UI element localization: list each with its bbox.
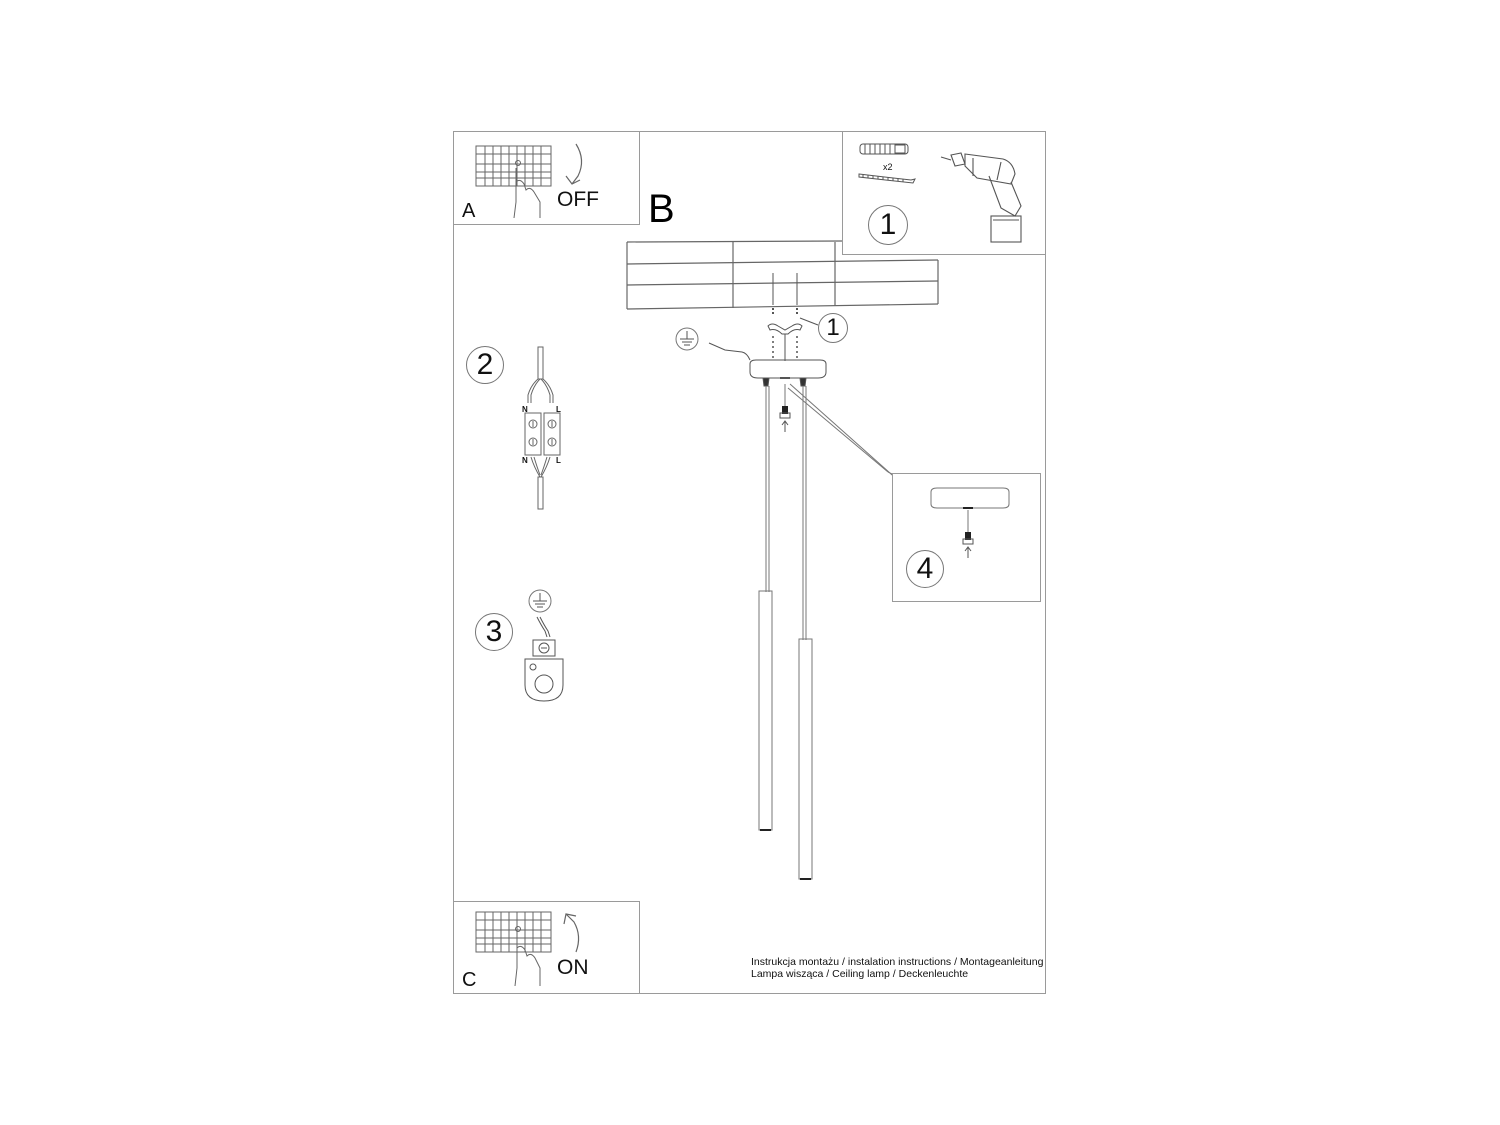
- fixing-screw-icon: [779, 406, 791, 432]
- step-number-1-tools: 1: [868, 205, 908, 245]
- step-number-3: 3: [475, 613, 513, 651]
- canopy-icon: [749, 359, 827, 379]
- earth-terminal-icon: [524, 589, 564, 702]
- arrow-up-icon: [565, 913, 580, 953]
- panel-a-switch-off: A OFF: [453, 131, 640, 225]
- pendant-tube-right: [798, 638, 813, 880]
- canopy-detail-icon: [930, 487, 1010, 509]
- switch-off-label: OFF: [557, 188, 599, 211]
- panel-letter-a: A: [462, 200, 476, 222]
- cable-grip-right-icon: [799, 377, 807, 387]
- cordless-drill-icon: [940, 152, 1022, 243]
- mounting-bracket-icon: [767, 323, 803, 335]
- caption-line-product: Lampa wisząca / Ceiling lamp / Deckenleu…: [751, 968, 969, 980]
- terminal-label-n-bottom: N: [522, 456, 528, 465]
- panel-c-switch-on: C ON: [453, 901, 640, 994]
- panel-step4-detail: 4: [892, 473, 1041, 602]
- caption-line-instructions: Instrukcja montażu / instalation instruc…: [751, 956, 1044, 968]
- panel-letter-b: B: [648, 187, 675, 231]
- pendant-lamps-drawing: [758, 383, 920, 880]
- terminal-label-l-bottom: L: [556, 456, 561, 465]
- terminal-block-wiring-icon: [524, 346, 561, 510]
- ceiling-section-drawing: [626, 240, 939, 310]
- step-number-1-callout: 1: [818, 313, 848, 343]
- earth-ground-symbol-icon: [675, 327, 699, 351]
- step-number-2: 2: [466, 346, 504, 384]
- cable-grip-left-icon: [762, 377, 770, 387]
- document-caption: Instrukcja montażu / instalation instruc…: [751, 956, 1043, 980]
- mounting-assembly-drawing: [708, 273, 827, 387]
- quantity-label: x2: [883, 162, 893, 172]
- arrow-up-icon: [964, 546, 972, 552]
- panel-letter-c: C: [462, 969, 477, 991]
- terminal-label-l-top: L: [556, 405, 561, 414]
- switch-on-label: ON: [557, 956, 589, 979]
- step-number-4: 4: [906, 550, 944, 588]
- arrow-down-icon: [571, 143, 583, 185]
- wall-plug-icon: [859, 143, 909, 155]
- arrow-up-icon: [781, 420, 789, 426]
- fixing-screw-detail-icon: [962, 532, 974, 558]
- pendant-tube-left: [758, 590, 773, 831]
- earth-wire-icon: [708, 342, 751, 361]
- circuit-breaker-hand-icon: [475, 911, 580, 987]
- terminal-label-n-top: N: [522, 405, 528, 414]
- circuit-breaker-hand-icon: [475, 143, 583, 219]
- panel-step1-tools: x2 1: [842, 131, 1046, 255]
- screw-icon: [858, 173, 916, 184]
